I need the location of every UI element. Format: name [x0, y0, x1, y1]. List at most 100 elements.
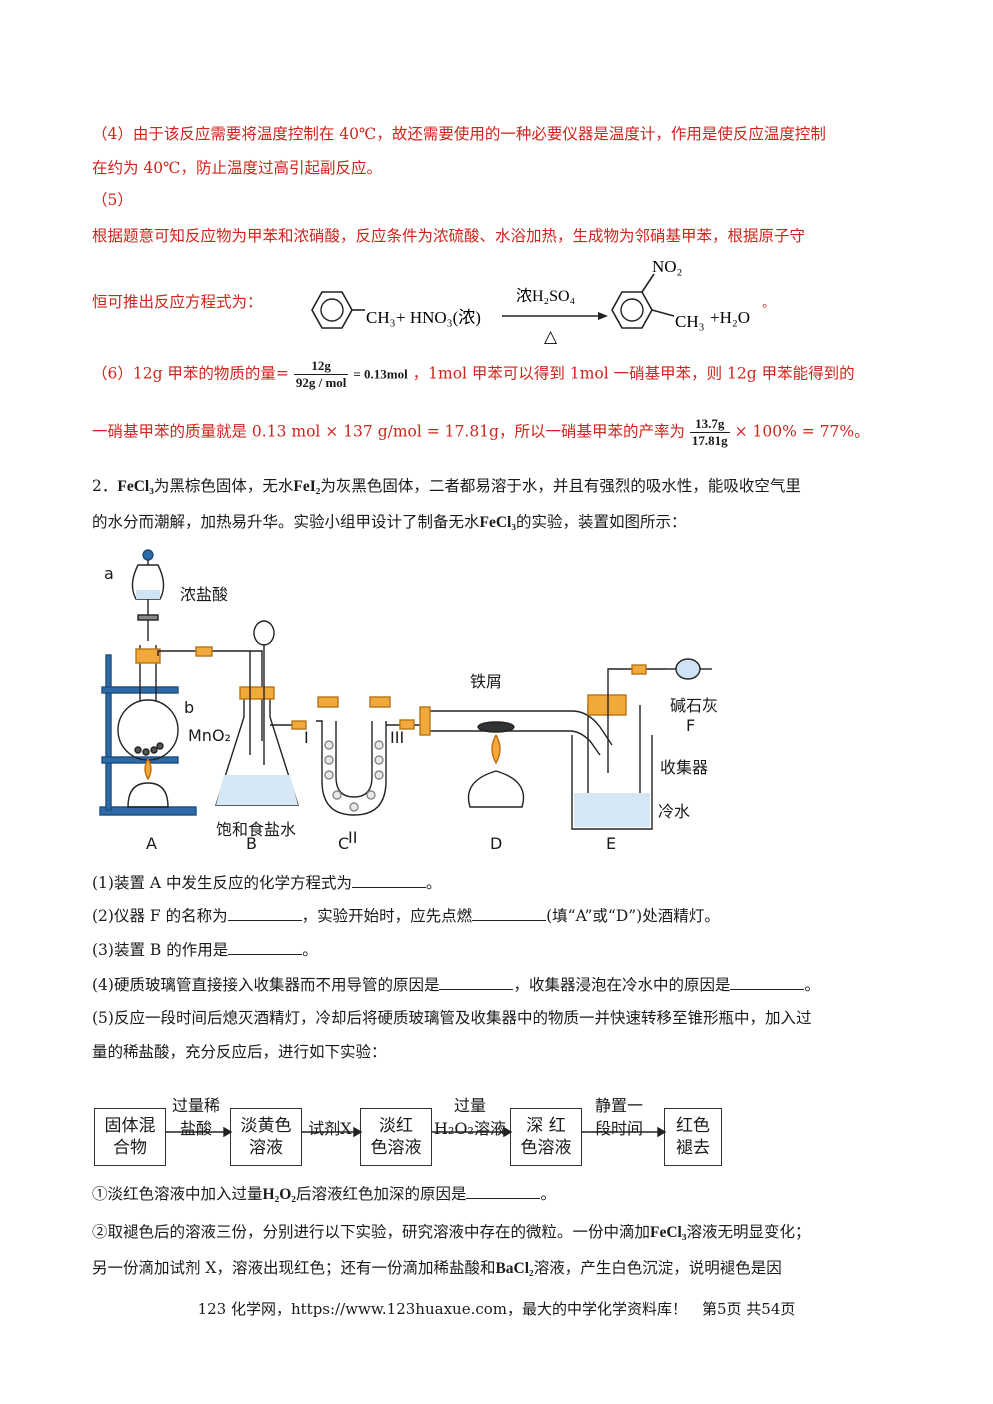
label-mno2: MnO₂	[188, 726, 231, 745]
label-E: E	[606, 834, 616, 853]
page-footer: 123 化学网，https://www.123huaxue.com，最大的中学化…	[197, 1300, 796, 1318]
formula-fecl3: FeCl₃	[117, 478, 154, 495]
label-C: C	[338, 834, 349, 853]
sub-question-text: (1)装置 A 中发生反应的化学方程式为	[92, 874, 353, 892]
sub-question-text: 。	[426, 874, 442, 892]
flow-arrows	[166, 1126, 667, 1138]
drying-tube-f	[675, 658, 701, 680]
answer-6-prefix: （6）12g 甲苯的物质的量=	[92, 364, 289, 383]
q2-intro-line2: 的水分而潮解，加热易升华。实验小组甲设计了制备无水FeCl₃的实验，装置如图所示…	[92, 510, 687, 532]
flow-box-1: 固体混 合物	[94, 1108, 166, 1166]
stand-rod	[105, 654, 112, 811]
arrow-4-bottom: 段时间	[594, 1119, 643, 1138]
arrow-1-bottom: 盐酸	[179, 1119, 212, 1138]
sub-question-text: ，收集器浸泡在冷水中的原因是	[513, 976, 731, 994]
answer-6b-prefix: 一硝基甲苯的质量就是 0.13 mol × 137 g/mol = 17.81g…	[92, 422, 685, 441]
label-D: D	[490, 834, 502, 853]
sub-question-text: (4)硬质玻璃管直接接入收集器而不用导管的原因是	[92, 976, 440, 994]
nitration-equation: CH₃ + HNO₃(浓) 浓H₂SO₄ △ NO₂ CH₃ +H₂O °	[311, 257, 767, 347]
q2-intro-line1: 2．FeCl₃为黑棕色固体，无水FeI₂为灰黑色固体，二者都易溶于水，并且有强烈…	[92, 474, 801, 496]
answer-4-line1: （4）由于该反应需要将温度控制在 40℃，故还需要使用的一种必要仪器是温度计，作…	[92, 125, 826, 143]
mol-result: = 0.13mol	[353, 366, 408, 382]
collector-bottle	[571, 735, 653, 830]
item-text: 溶液无明显变化；	[686, 1223, 811, 1241]
answer-blank[interactable]	[439, 975, 514, 990]
answer-blank[interactable]	[352, 873, 427, 888]
formula-fei2: FeI₂	[293, 478, 321, 495]
circled-item-1: ①淡红色溶液中加入过量H₂O₂后溶液红色加深的原因是 。	[92, 1182, 556, 1204]
sub-question-text: (2)仪器 F 的名称为	[92, 907, 228, 925]
arrow-3-top: 过量	[453, 1096, 486, 1115]
formula-h2o2: H₂O₂	[262, 1186, 296, 1203]
answer-blank[interactable]	[227, 906, 302, 921]
arrow-2-top: 试剂X	[308, 1119, 352, 1138]
item-text: ①淡红色溶液中加入过量	[92, 1185, 263, 1203]
hard-glass-tube	[424, 710, 613, 746]
sub-question-4: (4)硬质玻璃管直接接入收集器而不用导管的原因是 ，收集器浸泡在冷水中的原因是 。	[92, 973, 820, 995]
label-roman-3: III	[390, 728, 404, 747]
answer-blank[interactable]	[472, 906, 547, 921]
flow-box-4: 深 红 色溶液	[510, 1108, 582, 1166]
answer-6-suffix: ，1mol 甲苯可以得到 1mol 一硝基甲苯，则 12g 甲苯能得到的	[412, 364, 855, 383]
answer-4-line2: 在约为 40℃，防止温度过高引起副反应。	[92, 159, 382, 177]
formula-fecl3: FeCl₃	[479, 514, 517, 531]
label-cold-water: 冷水	[658, 802, 690, 821]
label-B: B	[246, 834, 257, 853]
answer-blank[interactable]	[466, 1184, 541, 1199]
circled-item-2-line1: ②取褪色后的溶液三份，分别进行以下实验，研究溶液中存在的微粒。一份中滴加FeCl…	[92, 1220, 811, 1242]
ch3-left: CH₃	[366, 308, 396, 327]
fraction-numerator: 13.7g	[689, 416, 730, 433]
label-a: a	[104, 564, 114, 583]
formula-bacl2: BaCl₂	[495, 1260, 534, 1277]
fraction-numerator: 12g	[293, 358, 349, 375]
q2-text: 为灰黑色固体，二者都易溶于水，并且有强烈的吸水性，能吸收空气里	[320, 477, 801, 495]
benzene-ring-left	[311, 291, 365, 329]
answer-5-line2: 恒可推出反应方程式为：	[92, 293, 263, 311]
sub-question-text: 。	[302, 941, 318, 959]
flow-box-2: 淡黄色 溶液	[230, 1108, 302, 1166]
sub-question-3: (3)装置 B 的作用是。	[92, 938, 318, 960]
fraction-denominator: 17.81g	[691, 433, 728, 448]
answer-5-line1: 根据题意可知反应物为甲苯和浓硝酸，反应条件为浓硫酸、水浴加热，生成物为邻硝基甲苯…	[92, 227, 806, 245]
item-text: 。	[540, 1185, 556, 1203]
q2-text: 的实验，装置如图所示：	[516, 513, 687, 531]
sub-question-5-line1: (5)反应一段时间后熄灭酒精灯，冷却后将硬质玻璃管及收集器中的物质一并快速转移至…	[92, 1009, 812, 1027]
label-soda-lime: 碱石灰	[670, 696, 718, 715]
plus-hno3: + HNO₃(浓)	[396, 308, 481, 327]
ch3-right: CH₃	[675, 312, 705, 331]
alcohol-lamp-a	[127, 782, 169, 808]
answer-blank[interactable]	[730, 975, 805, 990]
flow-box-3: 淡红 色溶液	[360, 1108, 432, 1166]
heat-symbol: △	[544, 327, 558, 347]
label-f: F	[686, 716, 695, 735]
sub-question-text: (填“A”或“D”)处酒精灯。	[546, 907, 720, 925]
apparatus-diagram: a 浓盐酸 b MnO₂ 饱和食盐水 I II III 铁屑 碱石灰 F 收集器…	[99, 549, 718, 853]
fraction-denominator: 92g / mol	[295, 375, 347, 390]
circled-item-2-line2: 另一份滴加试剂 X，溶液出现红色；还有一份滴加稀盐酸和BaCl₂溶液，产生白色沉…	[92, 1256, 782, 1278]
formula-fecl3: FeCl₃	[650, 1224, 687, 1241]
sub-question-text: 。	[804, 976, 820, 994]
alcohol-lamp-d	[467, 770, 525, 808]
sub-question-5-line2: 量的稀盐酸，充分反应后，进行如下实验：	[92, 1043, 387, 1061]
arrow-3-bottom: H₂O₂溶液	[434, 1119, 506, 1138]
sub-question-text: ，实验开始时，应先点燃	[301, 907, 473, 925]
funnel-stopper	[142, 549, 154, 561]
answer-6-line2: 一硝基甲苯的质量就是 0.13 mol × 137 g/mol = 17.81g…	[92, 416, 870, 449]
item-text: ②取褪色后的溶液三份，分别进行以下实验，研究溶液中存在的微粒。一份中滴加	[92, 1223, 651, 1241]
answer-blank[interactable]	[228, 940, 303, 955]
fraction-12g: 12g 92g / mol	[293, 358, 349, 391]
item-text: 后溶液红色加深的原因是	[295, 1185, 467, 1203]
label-collector: 收集器	[660, 758, 708, 777]
answer-6-line1: （6）12g 甲苯的物质的量= 12g 92g / mol = 0.13mol …	[92, 358, 855, 391]
reaction-condition-top: 浓H₂SO₄	[516, 287, 576, 305]
arrow-4-top: 静置一	[594, 1096, 643, 1115]
benzene-ring-right	[611, 273, 675, 329]
sub-question-2: (2)仪器 F 的名称为 ，实验开始时，应先点燃 (填“A”或“D”)处酒精灯。	[92, 904, 720, 926]
plus-h2o: +H₂O	[710, 308, 750, 327]
answer-5-heading: （5）	[92, 191, 133, 209]
arrow-1-top: 过量稀	[171, 1096, 220, 1115]
label-iron: 铁屑	[470, 672, 502, 691]
degree-mark: °	[762, 300, 767, 315]
item-text: 溶液，产生白色沉淀，说明褪色是因	[533, 1259, 782, 1277]
label-roman-1: I	[304, 728, 309, 747]
